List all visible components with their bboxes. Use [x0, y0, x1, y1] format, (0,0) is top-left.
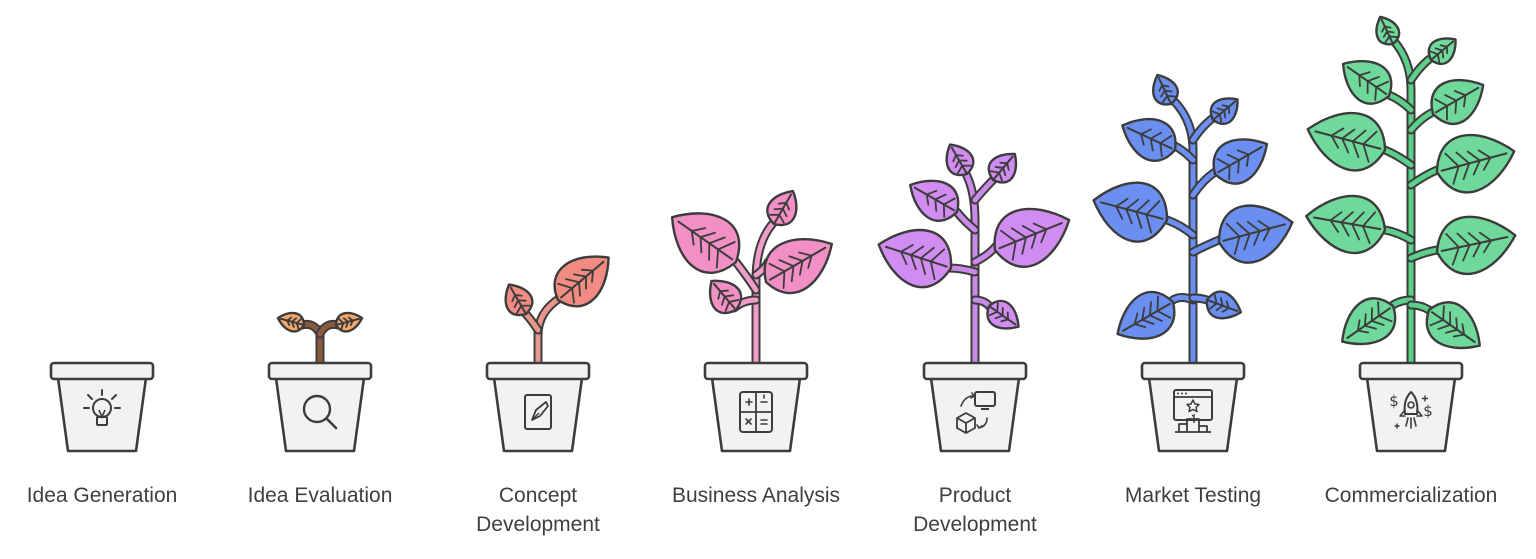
branch-4: [1164, 217, 1196, 238]
pot-rim: [1358, 361, 1464, 381]
pot-body: [929, 376, 1021, 453]
pot-rim: [922, 361, 1028, 381]
stage-product-development: [877, 143, 1071, 453]
plant-stem: [1390, 37, 1414, 368]
branch-7: [1408, 247, 1440, 261]
leaf-6: [986, 299, 1020, 330]
pot: [485, 361, 591, 453]
leaf-3: [1121, 117, 1177, 163]
leaf-2: [1217, 204, 1294, 264]
label-concept-development: Concept Development: [476, 484, 600, 536]
pot: [922, 361, 1028, 453]
pot: [49, 361, 155, 453]
stage-business-analysis: [670, 189, 834, 453]
leaf-small: [504, 283, 534, 317]
stage-idea-evaluation: [267, 311, 373, 453]
stage-concept-development: [485, 255, 610, 453]
branch-8: [1390, 297, 1414, 308]
calculator-icon: [739, 391, 773, 433]
dollar-sign: $: [1389, 392, 1399, 410]
leaf-5: [945, 143, 975, 177]
leaf-1: [1306, 111, 1387, 172]
leaf-2: [993, 207, 1071, 268]
stage-idea-generation: [49, 361, 155, 453]
pot: [267, 361, 373, 453]
leaf-4: [987, 152, 1018, 184]
stage-commercialization: $$: [1305, 15, 1517, 453]
branch-2: [1386, 92, 1414, 113]
leaf-1: [670, 212, 741, 274]
magnifier-icon: [302, 394, 338, 430]
pot-rim: [1140, 361, 1246, 381]
leaf-4: [1212, 138, 1269, 185]
leaf-3: [1305, 194, 1387, 255]
label-idea-generation: Idea Generation: [26, 484, 178, 507]
leaf-5: [1341, 59, 1393, 105]
label-idea-evaluation: Idea Evaluation: [247, 484, 393, 507]
branch-1: [972, 175, 998, 203]
branch-3: [1190, 169, 1218, 198]
pot-body: [1147, 376, 1239, 453]
pot-rim: [485, 361, 591, 381]
leaf-4: [766, 189, 798, 227]
label-market-testing: Market Testing: [1124, 484, 1262, 507]
branch-5: [1190, 237, 1222, 255]
prototype-icon: [956, 391, 996, 434]
dollar-sign: $: [1423, 402, 1433, 420]
leaf-6: [1205, 290, 1243, 320]
leaf-10: [1427, 37, 1457, 66]
leaf-1: [877, 228, 953, 289]
branch-1: [1408, 55, 1434, 83]
leaf-left: [276, 311, 306, 333]
label-commercialization: Commercialization: [1324, 484, 1498, 507]
pen-document-icon: [524, 394, 552, 430]
leaf-right: [334, 311, 364, 333]
plant-stem: [753, 217, 779, 368]
plant-stem: [1170, 97, 1196, 368]
pot-body: [274, 376, 366, 453]
pot: [1358, 361, 1464, 453]
pot-rim: [703, 361, 809, 381]
leaf-2: [1435, 133, 1516, 194]
pot-rim: [267, 361, 373, 381]
leaf-8: [1209, 97, 1239, 126]
branch-7: [1190, 295, 1210, 303]
branch-1: [733, 259, 759, 293]
branch-6: [1382, 227, 1414, 243]
branch-4: [1382, 147, 1414, 168]
lightbulb-icon: [83, 389, 121, 426]
leaf-7: [1341, 297, 1397, 346]
stage-market-testing: [1092, 73, 1294, 453]
branch-2: [954, 209, 978, 233]
seedling-stem: [535, 295, 563, 368]
leaf-3: [708, 279, 743, 315]
leaf-8: [1425, 301, 1481, 350]
branch-9: [1408, 302, 1432, 313]
leaf-1: [1092, 181, 1169, 243]
pot: [1140, 361, 1246, 453]
leaf-2: [763, 238, 834, 295]
pot-rim: [49, 361, 155, 381]
leaf-3: [909, 179, 960, 222]
pot-body: [56, 376, 148, 453]
leaf-6: [1430, 78, 1485, 126]
branch-5: [1408, 167, 1440, 188]
label-product-development: Product Development: [913, 484, 1037, 536]
rocket-icon: $$: [1389, 391, 1433, 429]
pot: [703, 361, 809, 453]
leaf-7: [1152, 73, 1179, 106]
leaf-5: [1116, 290, 1176, 340]
leaf-4: [1435, 215, 1517, 276]
leaf-9: [1375, 15, 1401, 46]
branch-1: [1190, 115, 1216, 143]
leaf-large: [553, 255, 610, 308]
branch-3: [1408, 109, 1436, 133]
label-business-analysis: Business Analysis: [671, 484, 841, 507]
ab-testing-icon: [1173, 389, 1213, 433]
